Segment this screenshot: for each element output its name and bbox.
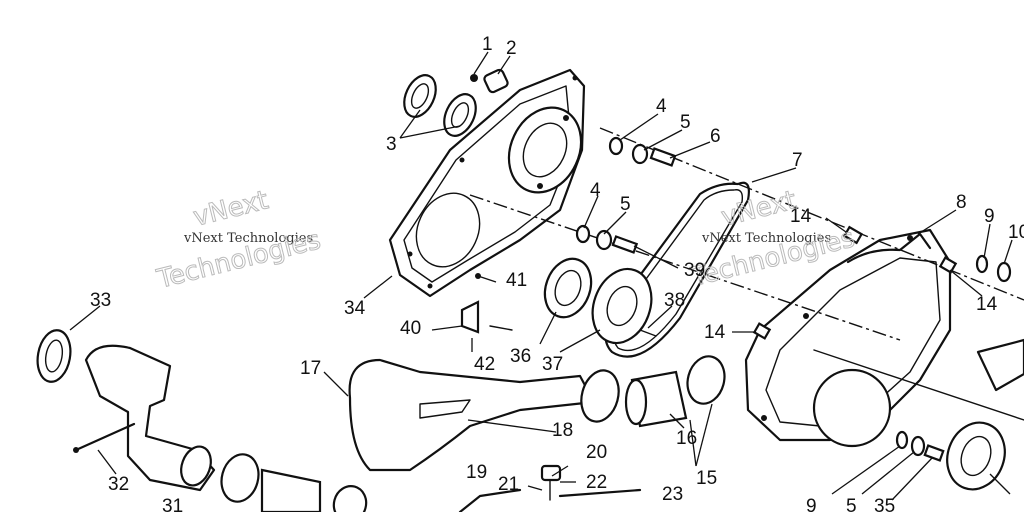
callout-5b: 5 xyxy=(620,194,631,215)
callout-32: 32 xyxy=(108,474,129,495)
part-hose-clamps-15 xyxy=(580,355,726,423)
part-clip-14a xyxy=(842,225,864,245)
callout-36: 36 xyxy=(510,346,531,367)
part-bushing-2 xyxy=(470,68,509,94)
callout-9b: 9 xyxy=(806,496,817,512)
watermark-big-top-right: vNext xyxy=(718,185,799,232)
part-drive-belt-7 xyxy=(604,181,750,358)
callout-20: 20 xyxy=(586,442,607,463)
part-fasteners-upper xyxy=(608,136,677,167)
watermark-right: vNext Technologies vNext Technologies xyxy=(687,185,858,294)
part-seal-33 xyxy=(36,329,72,383)
part-seal-36 xyxy=(543,257,593,319)
callout-31: 31 xyxy=(162,496,183,512)
callout-23: 23 xyxy=(662,484,683,505)
callout-38: 38 xyxy=(664,290,685,311)
callout-16: 16 xyxy=(676,428,697,449)
callout-10: 10 xyxy=(1008,222,1024,243)
callout-19: 19 xyxy=(466,462,487,483)
axis-line-lower xyxy=(469,194,901,341)
part-shim-right xyxy=(976,338,1024,392)
part-washers-3 xyxy=(403,74,477,137)
part-bolt-32 xyxy=(74,422,136,452)
callout-3: 3 xyxy=(386,134,397,155)
part-seal-plate-37 xyxy=(591,267,657,345)
part-sleeve-16 xyxy=(624,370,688,428)
callout-40: 40 xyxy=(400,318,421,339)
callout-14c: 14 xyxy=(704,322,726,343)
part-washer-9 xyxy=(975,254,989,274)
part-bracket-40 xyxy=(460,273,513,334)
part-intake-duct-17 xyxy=(348,358,596,472)
part-inner-cover-34 xyxy=(388,68,586,298)
part-elbow-duct-31 xyxy=(84,344,216,492)
leader-lines xyxy=(69,51,1013,501)
watermark-left: vNext Technologies vNext Technologies xyxy=(153,185,324,296)
watermark-text-right: vNext Technologies xyxy=(701,231,831,246)
part-clip-14c xyxy=(752,322,772,340)
callout-18: 18 xyxy=(552,420,573,441)
callout-17: 17 xyxy=(300,358,321,379)
callout-22: 22 xyxy=(586,472,607,493)
callout-6: 6 xyxy=(710,126,721,147)
callout-21: 21 xyxy=(498,474,519,495)
part-valve-assembly xyxy=(458,464,642,512)
callout-15: 15 xyxy=(696,468,717,489)
callout-9: 9 xyxy=(984,206,995,227)
callout-35: 35 xyxy=(874,496,895,512)
callout-33: 33 xyxy=(90,290,111,311)
callout-7: 7 xyxy=(792,150,803,171)
part-outer-cover-8 xyxy=(744,228,1024,448)
callout-5: 5 xyxy=(680,112,691,133)
callout-labels: 1 2 3 4 5 6 7 8 9 10 14 14 14 14 15 16 1… xyxy=(90,34,1024,512)
part-ring-right xyxy=(946,421,1006,491)
callout-4b: 4 xyxy=(590,180,601,201)
callout-5c: 5 xyxy=(846,496,857,512)
watermark-big-top-left: vNext xyxy=(190,185,271,232)
part-fasteners-bottom xyxy=(895,430,945,462)
callout-14b: 14 xyxy=(976,294,998,315)
callout-42: 42 xyxy=(474,354,495,375)
callout-4: 4 xyxy=(656,96,667,117)
callout-37: 37 xyxy=(542,354,563,375)
callout-1: 1 xyxy=(482,34,493,55)
part-washer-10 xyxy=(996,261,1012,283)
callout-2: 2 xyxy=(506,38,517,59)
callout-41: 41 xyxy=(506,270,527,291)
callout-8: 8 xyxy=(956,192,967,213)
callout-14a: 14 xyxy=(790,206,812,227)
part-fasteners-lower xyxy=(575,224,639,254)
callout-34: 34 xyxy=(344,298,366,319)
part-clip-14b xyxy=(938,256,958,274)
watermark-text-left: vNext Technologies xyxy=(183,231,313,246)
part-bottom-clamps xyxy=(220,453,368,512)
callout-39: 39 xyxy=(684,260,705,281)
